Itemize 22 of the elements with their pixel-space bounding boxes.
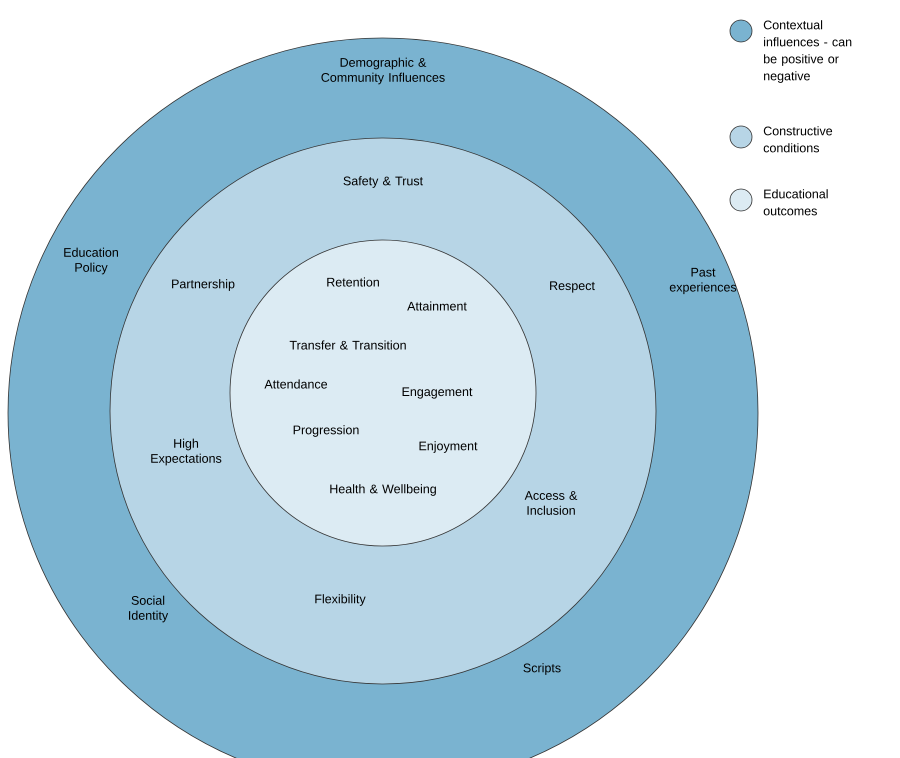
ring-label: Transfer & Transition (290, 340, 406, 350)
ring-label: Respect (550, 281, 595, 293)
ring-label: Education Policy (64, 248, 118, 274)
ring-label: Partnership (172, 279, 234, 291)
ring-label: Enjoyment (420, 441, 478, 453)
ring-label: Social Identity (129, 596, 168, 622)
ring-label: Progression (294, 425, 359, 437)
ring-label: Scripts (523, 663, 561, 675)
legend-label: Constructive conditions (764, 126, 832, 152)
ring-label: Past experiences (670, 268, 736, 294)
ring-label: Retention (327, 277, 379, 287)
legend-label: Educational outcomes (764, 189, 828, 216)
legend-label: Contextual influences - can be positive or negative (764, 20, 852, 83)
ring-label: Flexibility (315, 594, 366, 606)
ring-label: Safety & Trust (344, 176, 423, 188)
ring-label: High Expectations (151, 438, 222, 466)
ring-label: Health & Wellbeing (330, 484, 436, 496)
ring-label: Demographic & Community Influences (321, 58, 445, 84)
ring-label: Engagement (402, 387, 472, 399)
ring-label: Attainment (407, 301, 467, 311)
ring-label: Access & Inclusion (524, 491, 578, 515)
ring-label: Attendance (264, 379, 328, 389)
